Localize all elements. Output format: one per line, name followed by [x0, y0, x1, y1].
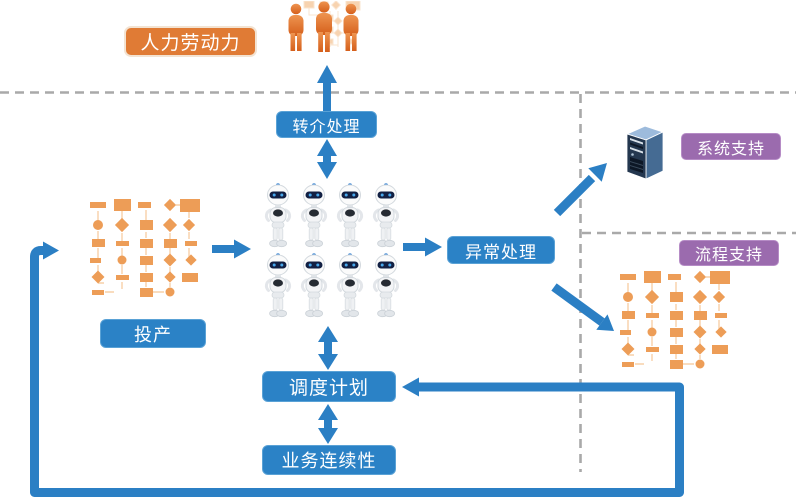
label-business-continuity: 业务连续性 — [262, 445, 396, 475]
label-referral-processing: 转介处理 — [276, 111, 377, 138]
people-icon — [286, 1, 364, 57]
arrow-robots-to-exception — [403, 237, 442, 257]
robot-grid — [260, 182, 404, 323]
flow-arrows — [30, 65, 684, 497]
robot-icon — [296, 182, 332, 252]
robot-icon — [368, 252, 404, 322]
flowchart-icon-production — [90, 198, 200, 300]
arrow-scheduling-continuity — [318, 404, 338, 444]
server-icon — [620, 123, 670, 181]
robot-icon — [260, 252, 296, 322]
label-scheduling-plan: 调度计划 — [262, 371, 396, 402]
arrow-production-to-robots — [212, 239, 251, 259]
label-system-support: 系统支持 — [681, 133, 781, 160]
feedback-loop — [30, 241, 684, 497]
label-exception-handling: 异常处理 — [447, 236, 555, 264]
robot-icon — [260, 182, 296, 252]
arrow-referral-to-people — [317, 65, 337, 112]
label-human-labor: 人力劳动力 — [124, 26, 257, 57]
dashed-separators — [0, 91, 796, 472]
robot-icon — [368, 182, 404, 252]
label-production: 投产 — [100, 319, 206, 348]
label-process-support: 流程支持 — [679, 240, 779, 266]
flowchart-icon-process — [620, 270, 730, 372]
arrow-referral-robots — [317, 139, 337, 179]
arrow-exception-to-process — [551, 283, 614, 331]
arrow-exception-to-system — [553, 163, 607, 217]
arrow-robots-scheduling — [318, 326, 338, 370]
robot-icon — [296, 252, 332, 322]
robot-icon — [332, 252, 368, 322]
robot-icon — [332, 182, 368, 252]
